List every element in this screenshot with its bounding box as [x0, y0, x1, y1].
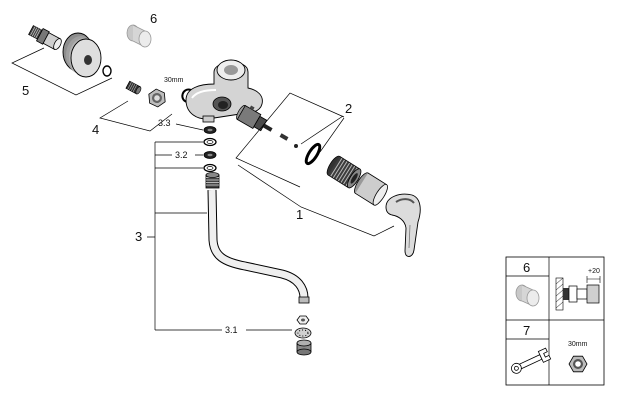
part-2-label: 2 — [345, 101, 352, 116]
connector-fitting — [28, 25, 62, 50]
lever-handle-shape — [385, 193, 421, 257]
handle-sleeve-front — [372, 184, 388, 206]
rosette-hole — [84, 55, 92, 65]
wrench-ring-hole — [514, 365, 519, 371]
mixer-body — [185, 59, 263, 123]
small-fitting — [125, 80, 142, 95]
inset-fitting-cap — [586, 284, 600, 304]
aerator-body-edges — [296, 343, 312, 352]
part-2-bracket — [235, 92, 345, 188]
inset-offset-label: +20 — [588, 268, 600, 275]
cartridge-stem — [262, 123, 273, 132]
inset-dimension-line — [586, 276, 601, 283]
part-6-group: 6 — [126, 11, 157, 48]
lever-handle-cap — [395, 198, 415, 204]
inset-dividers — [506, 257, 604, 385]
small-fitting-end — [135, 86, 142, 95]
inset-row-6-label: 6 — [523, 260, 530, 275]
threaded-insert-edges — [327, 155, 361, 189]
lever-handle — [385, 193, 421, 257]
screw — [279, 133, 289, 141]
inset-wall-hatch — [555, 277, 564, 309]
handle-sleeve-edges — [355, 172, 387, 206]
washer — [102, 65, 112, 77]
aerator-body — [297, 343, 311, 352]
inset-nut-icon — [568, 355, 588, 373]
wrench-jaw — [537, 347, 552, 363]
seal-ring-3-2-hole — [207, 153, 213, 157]
washer-ring-lower-hole — [206, 166, 214, 170]
inset-fitting-hex — [568, 285, 578, 303]
part-6-label: 6 — [150, 11, 157, 26]
part-5-group: 5 — [11, 25, 113, 98]
spout-thread-top — [205, 172, 220, 178]
aerator-hex-nut-hole — [301, 318, 305, 322]
wrench-icon — [511, 347, 552, 374]
threaded-insert-thread — [330, 157, 358, 187]
small-fitting-thread — [127, 82, 137, 93]
aerator-top — [296, 339, 312, 347]
o-ring — [304, 142, 322, 166]
cartridge-head — [253, 115, 268, 132]
cartridge — [236, 105, 273, 132]
spout-group: 3.3 3.2 3 3.1 — [135, 118, 312, 356]
inset-row-7-label: 7 — [523, 323, 530, 338]
threaded-insert-bore — [350, 173, 358, 184]
spout-tip — [298, 296, 310, 304]
handle-sleeve — [354, 172, 388, 206]
o-ring-shape — [304, 142, 322, 166]
washer-ring — [203, 137, 217, 147]
part-3-3-label: 3.3 — [158, 118, 171, 128]
inset-cap-part — [515, 284, 540, 307]
aerator-screen-holes — [297, 329, 309, 337]
cartridge-seat-inner — [218, 101, 228, 109]
part-4-group: 30mm 4 — [92, 77, 192, 137]
hex-nut-bore-inner — [154, 95, 160, 101]
part-3-bracket — [147, 141, 292, 331]
spout-pipe — [208, 189, 308, 299]
part-1-bracket — [237, 164, 395, 237]
washer-ring-hole — [206, 140, 214, 144]
lever-handle-groove — [408, 224, 411, 249]
aerator-screen — [294, 327, 312, 339]
part-3-1-label: 3.1 — [225, 325, 238, 335]
part-2-leaders — [300, 115, 345, 153]
part-4-label: 4 — [92, 122, 99, 137]
connector-thread-lines — [30, 26, 41, 39]
screw-body — [279, 133, 289, 141]
part-5-label: 5 — [22, 83, 29, 98]
threaded-insert — [326, 155, 362, 189]
inset-cap-front — [526, 289, 540, 307]
part-1-label: 1 — [296, 207, 303, 222]
inset-size-30mm-label: 30mm — [568, 341, 588, 348]
inset-installation-drawing: +20 — [555, 268, 601, 311]
washer-ring-lower — [203, 163, 217, 173]
part-5-bracket — [11, 47, 113, 96]
part-3-2-label: 3.2 — [175, 150, 188, 160]
hex-nut — [148, 88, 166, 108]
mixer-connection-bore — [224, 65, 238, 75]
connector-end — [53, 38, 62, 50]
mixer-body-highlight — [191, 89, 217, 99]
rosette — [62, 32, 102, 78]
small-pin — [294, 144, 298, 148]
cartridge-tab — [249, 105, 255, 111]
inset-fitting-thread — [563, 288, 569, 300]
seal-ring-3-3-hole — [207, 128, 213, 132]
mixer-outlet — [202, 115, 215, 123]
retaining-clip — [181, 88, 192, 103]
inset-fitting-body — [576, 288, 588, 300]
part-4-bracket — [99, 100, 173, 132]
part-3-3-leader — [175, 123, 204, 131]
part-6-cap-front — [138, 30, 152, 48]
aerator-bottom — [296, 348, 312, 356]
inset-legend: 6 7 +20 30mm — [505, 256, 605, 386]
inset-nut-bore-inner — [575, 361, 581, 367]
spout-pipe-outline — [207, 189, 309, 299]
size-30mm-label: 30mm — [164, 77, 184, 84]
part-3-label: 3 — [135, 229, 142, 244]
